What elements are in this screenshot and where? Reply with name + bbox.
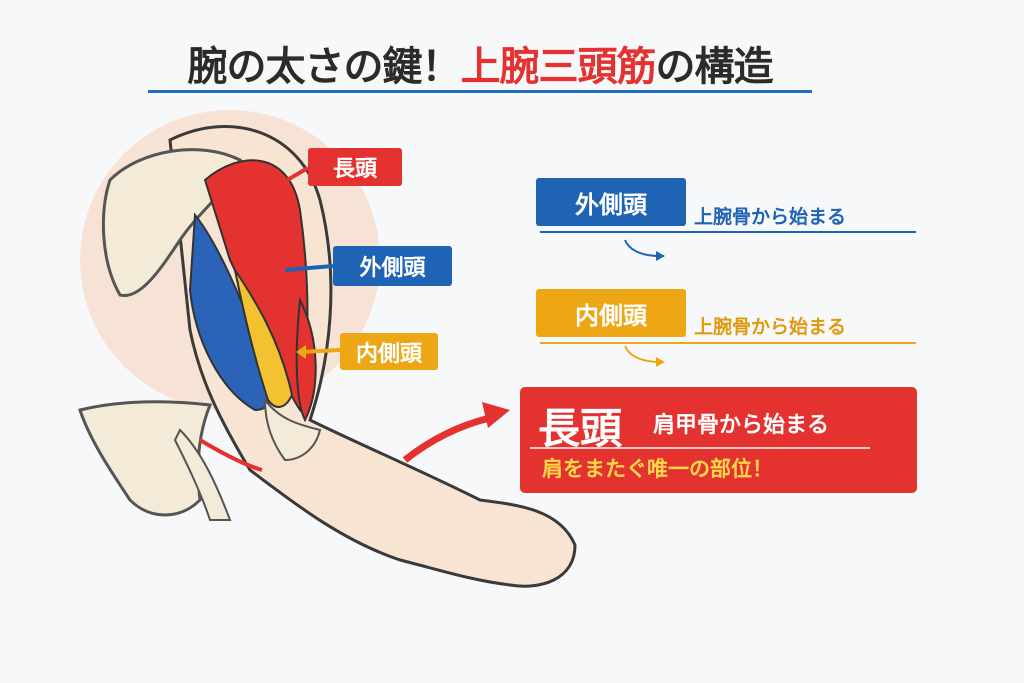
info-long-description: 肩甲骨から始まる <box>653 413 830 438</box>
medial-small-arrowhead <box>656 357 665 367</box>
muscle-lower <box>295 296 317 423</box>
label-lateral-head: 外側頭 <box>333 246 452 286</box>
label-medial-head: 内側頭 <box>340 333 438 370</box>
info-medial-label: 内側頭 <box>536 289 686 337</box>
big-arrow-shaft <box>402 414 491 463</box>
medial-head-muscle <box>234 269 294 408</box>
medial-pointer-arrowhead <box>296 345 306 359</box>
info-lateral-underline <box>540 231 916 233</box>
title-part-1: 腕の太さの鍵！ <box>187 44 462 90</box>
lateral-head-pointer <box>284 264 334 272</box>
info-long-note: 肩をまたぐ唯一の部位！ <box>542 457 773 481</box>
scapula-bone <box>101 148 242 297</box>
scapula-small <box>78 400 213 517</box>
title-highlight: 上腕三頭筋 <box>460 44 657 90</box>
medial-small-arrow <box>624 345 661 363</box>
long-head-pointer <box>261 166 309 197</box>
medial-head-pointer <box>299 348 341 354</box>
info-long-divider <box>530 447 870 449</box>
info-medial-underline <box>540 342 916 344</box>
elbow-bone <box>263 397 322 462</box>
label-long-head: 長頭 <box>308 148 402 186</box>
humerus-small <box>173 428 232 521</box>
page-title: 腕の太さの鍵！上腕三頭筋の構造 <box>150 34 810 92</box>
lateral-small-arrowhead <box>656 251 665 261</box>
title-part-3: の構造 <box>655 44 774 90</box>
info-long-head-box: 長頭 肩甲骨から始まる 肩をまたぐ唯一の部位！ <box>520 387 917 493</box>
info-long-label: 長頭 <box>538 404 623 453</box>
title-underline <box>148 90 812 93</box>
scapula-marker-curve <box>198 438 263 472</box>
info-lateral-label: 外側頭 <box>536 178 686 226</box>
info-medial-description: 上腕骨から始まる <box>694 316 847 338</box>
lateral-small-arrow <box>624 239 661 257</box>
info-lateral-description: 上腕骨から始まる <box>694 206 847 228</box>
big-arrow-head <box>482 402 510 428</box>
